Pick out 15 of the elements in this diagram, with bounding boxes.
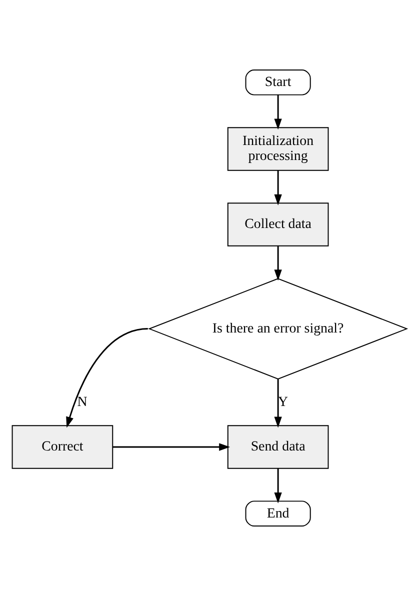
node-box: Initialization processing [227,127,329,171]
arrow [112,443,230,451]
node-diamond: Is there an error signal? [148,278,408,380]
arrow [274,170,282,206]
arrow [274,246,282,281]
node-box: Correct [12,425,114,469]
arrow [274,468,282,504]
edge-label: N [77,395,88,410]
arrow [274,378,282,428]
node-box: End [245,500,311,527]
node-box: Send data [227,425,329,469]
arrow [274,94,282,130]
arrow [66,328,148,428]
node-box: Start [245,69,311,96]
node-box: Collect data [227,202,329,246]
